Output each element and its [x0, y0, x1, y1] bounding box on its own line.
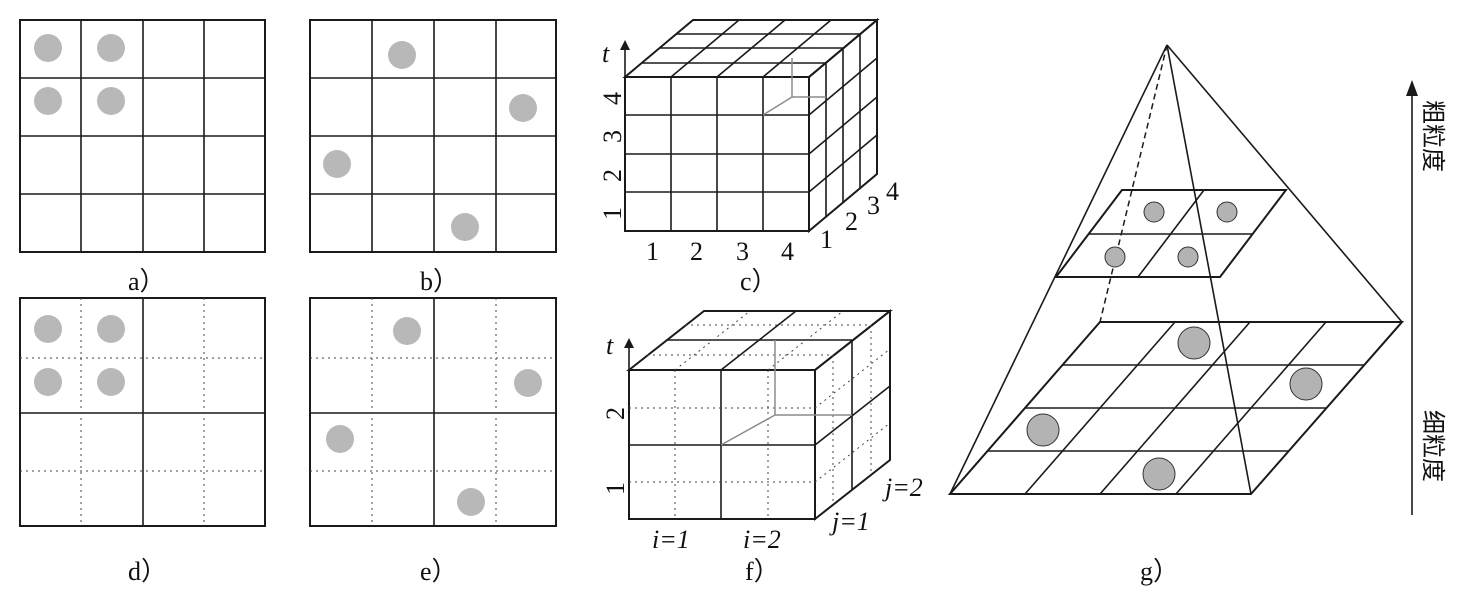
panel-c-depth-tick: 3	[867, 191, 880, 220]
panel-g-caption: g）	[1140, 557, 1179, 586]
dot-marker	[1177, 326, 1211, 360]
dot-marker	[1143, 201, 1165, 223]
t-axis-arrow-icon	[620, 40, 630, 50]
up-arrow-icon	[1406, 80, 1418, 96]
dot-marker	[97, 315, 125, 343]
dot-marker	[451, 213, 479, 241]
dot-marker	[1216, 201, 1238, 223]
dot-marker	[34, 315, 62, 343]
panel-f-x-tick: i=1	[652, 525, 690, 554]
panel-c-t-tick: 3	[598, 130, 627, 143]
panel-b: b）	[309, 19, 557, 296]
dot-marker	[393, 317, 421, 345]
panel-c-x-tick: 1	[646, 237, 659, 266]
dot-marker	[97, 87, 125, 115]
granularity-axis: 粗粒度 细粒度	[1406, 80, 1447, 515]
dot-marker	[326, 425, 354, 453]
dot-marker	[34, 87, 62, 115]
dot-marker	[97, 368, 125, 396]
panel-c-t-tick: 2	[598, 169, 627, 182]
panel-c-depth-tick: 4	[886, 177, 899, 206]
dot-marker	[1026, 413, 1060, 447]
panel-c-x-tick: 3	[736, 237, 749, 266]
panel-f: t 1 2 i=1 i=2 j=1 j=2 f）	[601, 308, 923, 586]
panel-a-caption: a）	[128, 267, 166, 296]
dot-marker	[1289, 367, 1323, 401]
panel-c-t-axis-label: t	[602, 39, 610, 68]
panel-c-x-tick: 2	[690, 237, 703, 266]
panel-c-x-tick: 4	[781, 237, 794, 266]
dot-marker	[323, 150, 351, 178]
coarse-layer	[1053, 189, 1289, 278]
panel-g: g）	[947, 44, 1405, 586]
panel-f-caption: f）	[745, 557, 780, 586]
panel-c-t-tick: 1	[598, 207, 627, 220]
dot-marker	[457, 488, 485, 516]
t-axis-arrow-icon	[624, 338, 634, 348]
dot-marker	[34, 34, 62, 62]
dot-marker	[1104, 246, 1126, 268]
panel-c-t-tick: 4	[598, 92, 627, 105]
panel-b-caption: b）	[420, 267, 459, 296]
coarse-granularity-label: 粗粒度	[1419, 100, 1447, 172]
panel-d: d）	[19, 297, 266, 586]
panel-e: e）	[309, 297, 557, 586]
panel-a: a）	[19, 19, 266, 296]
dot-marker	[509, 94, 537, 122]
panel-f-x-tick: i=2	[743, 525, 781, 554]
dot-marker	[1142, 457, 1176, 491]
fine-layer	[947, 321, 1405, 495]
panel-d-caption: d）	[128, 557, 167, 586]
panel-f-t-axis-label: t	[606, 331, 614, 360]
panel-c-caption: c）	[740, 267, 778, 296]
panel-c-depth-tick: 2	[845, 207, 858, 236]
panel-c-depth-tick: 1	[820, 225, 833, 254]
panel-c: t 1 2 3 4 1 2 3 4 1 2 3 4 c）	[598, 17, 899, 296]
panel-f-depth-tick: j=1	[829, 507, 870, 536]
panel-f-depth-tick: j=2	[882, 473, 923, 502]
panel-f-t-tick: 2	[601, 407, 630, 420]
panel-e-caption: e）	[420, 557, 458, 586]
dot-marker	[514, 369, 542, 397]
panel-f-t-tick: 1	[601, 482, 630, 495]
dot-marker	[97, 34, 125, 62]
dot-marker	[1177, 246, 1199, 268]
fine-granularity-label: 细粒度	[1419, 410, 1447, 482]
dot-marker	[388, 41, 416, 69]
dot-marker	[34, 368, 62, 396]
